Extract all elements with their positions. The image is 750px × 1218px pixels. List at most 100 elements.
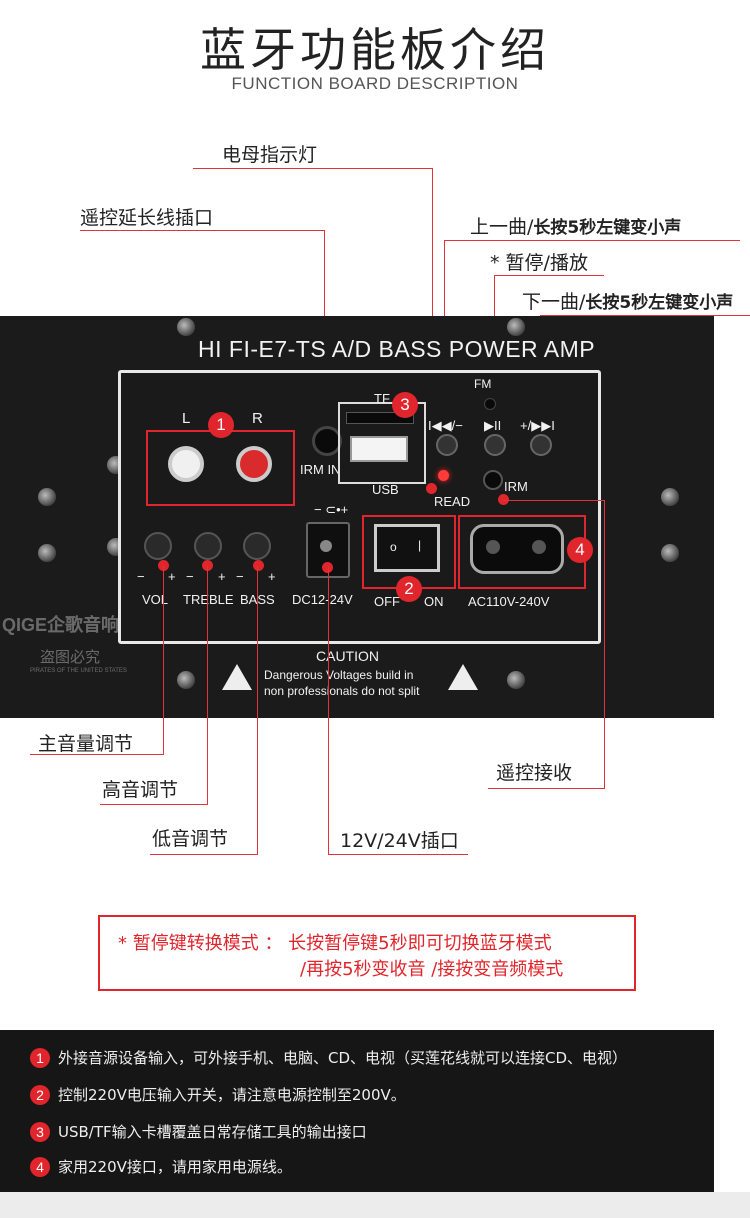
- feature-item: 1 外接音源设备输入，可外接手机、电脑、CD、电视（买莲花线就可以连接CD、电视）: [30, 1047, 627, 1068]
- screw-icon: [177, 318, 195, 336]
- page-title: 蓝牙功能板介绍: [200, 23, 550, 77]
- play-pause-button[interactable]: [484, 434, 506, 456]
- irm-in-jack[interactable]: [312, 426, 342, 456]
- callout-previous-track: 上一曲/长按5秒左键变小声: [470, 212, 681, 239]
- label-left: L: [182, 410, 191, 427]
- label-irm-in: IRM IN: [300, 462, 341, 477]
- indicator-led: [438, 470, 449, 481]
- model-name: HI FI-E7-TS A/D BASS POWER AMP: [198, 336, 596, 362]
- warning-right-icon: [448, 664, 478, 690]
- dc-marker-dot: [322, 562, 333, 573]
- label-treble-plus: +: [218, 569, 226, 584]
- callout-remote-receiver: 遥控接收: [496, 762, 573, 784]
- label-dc: DC12-24V: [292, 592, 353, 607]
- label-right: R: [252, 410, 263, 427]
- feature-number: 2: [30, 1084, 50, 1105]
- label-fm: FM: [474, 377, 492, 391]
- screw-icon: [38, 544, 56, 562]
- bottom-strip: [0, 1192, 750, 1218]
- caution-line1: Dangerous Voltages build in: [264, 668, 414, 682]
- feature-item: 4 家用220V接口，请用家用电源线。: [30, 1156, 292, 1177]
- treble-knob[interactable]: [194, 532, 222, 560]
- switch-off-mark: o: [390, 540, 397, 554]
- mode-note-box: [98, 915, 636, 991]
- ac-pin-left: [486, 540, 500, 554]
- label-bass-plus: +: [268, 569, 276, 584]
- marker-1: 1: [208, 412, 234, 438]
- label-play-button: ▶II: [484, 418, 502, 433]
- label-treble: TREBLE: [183, 592, 234, 607]
- page-subtitle: FUNCTION BOARD DESCRIPTION: [231, 74, 519, 93]
- usb-port[interactable]: [350, 436, 408, 462]
- marker-3: 3: [392, 392, 418, 418]
- feature-text: 控制220V电压输入开关，请注意电源控制至200V。: [58, 1086, 406, 1104]
- caution-line2: non professionals do not split: [264, 684, 420, 698]
- usb-tf-frame: [338, 402, 426, 484]
- label-on: ON: [424, 594, 444, 609]
- label-polarity: − ⊂•+: [314, 502, 349, 517]
- label-tf: TF: [374, 391, 390, 406]
- bass-knob[interactable]: [243, 532, 271, 560]
- label-vol-plus: +: [168, 569, 176, 584]
- feature-item: 2 控制220V电压输入开关，请注意电源控制至200V。: [30, 1084, 406, 1105]
- label-ac: AC110V-240V: [468, 594, 550, 609]
- feature-number: 1: [30, 1047, 50, 1068]
- label-next-button: +/▶▶I: [520, 418, 555, 433]
- indicator-marker-dot: [426, 483, 437, 494]
- ac-pin-right: [532, 540, 546, 554]
- next-button[interactable]: [530, 434, 552, 456]
- callout-indicator: 电母指示灯: [222, 144, 318, 166]
- callout-next-main: 下一曲/: [522, 291, 586, 313]
- screw-icon: [177, 671, 195, 689]
- feature-text: 外接音源设备输入，可外接手机、电脑、CD、电视（买莲花线就可以连接CD、电视）: [58, 1049, 628, 1067]
- callout-bass: 低音调节: [152, 828, 229, 850]
- callout-previous-bold: 长按5秒左键变小声: [533, 218, 682, 238]
- label-bass-minus: −: [236, 569, 244, 584]
- ir-receiver: [483, 470, 503, 490]
- label-vol: VOL: [142, 592, 169, 607]
- feature-number: 4: [30, 1156, 50, 1177]
- screw-icon: [661, 488, 679, 506]
- warning-left-icon: [222, 664, 252, 690]
- label-prev-button: I◀◀/−: [428, 418, 463, 433]
- marker-4: 4: [567, 537, 593, 563]
- mode-note-line1: * 暂停键转换模式 ： 长按暂停键5秒即可切换蓝牙模式: [118, 933, 552, 954]
- callout-treble: 高音调节: [102, 779, 179, 801]
- irm-marker-dot: [498, 494, 509, 505]
- watermark-small: PIRATES OF THE UNITED STATES: [30, 668, 127, 674]
- rca-right-jack[interactable]: [236, 446, 272, 482]
- mode-note-line2: /再按5秒变收音 /接按变音频模式: [300, 959, 564, 980]
- callout-remote-extension: 遥控延长线插口: [80, 207, 214, 229]
- treble-marker-dot: [202, 560, 213, 571]
- volume-knob[interactable]: [144, 532, 172, 560]
- label-read: READ: [434, 494, 471, 509]
- screw-icon: [507, 318, 525, 336]
- screw-icon: [38, 488, 56, 506]
- callout-dc-jack: 12V/24V插口: [340, 830, 459, 852]
- power-switch[interactable]: [374, 524, 440, 572]
- screw-icon: [661, 544, 679, 562]
- label-irm: IRM: [504, 479, 528, 494]
- label-usb: USB: [372, 482, 399, 497]
- previous-button[interactable]: [436, 434, 458, 456]
- feature-list: [0, 1030, 714, 1192]
- label-off: OFF: [374, 594, 400, 609]
- switch-on-mark: |: [418, 538, 422, 552]
- bass-marker-dot: [253, 560, 264, 571]
- dc-jack-pin: [320, 540, 332, 552]
- label-vol-minus: −: [137, 569, 145, 584]
- label-treble-minus: −: [186, 569, 194, 584]
- callout-pause-play: * 暂停/播放: [490, 252, 588, 274]
- feature-text: 家用220V接口，请用家用电源线。: [58, 1158, 292, 1176]
- feature-text: USB/TF输入卡槽覆盖日常存储工具的输出接口: [58, 1123, 367, 1141]
- callout-next-bold: 长按5秒左键变小声: [585, 293, 734, 313]
- ac-socket[interactable]: [470, 524, 564, 574]
- rca-left-jack[interactable]: [168, 446, 204, 482]
- volume-marker-dot: [158, 560, 169, 571]
- caution-title: CAUTION: [316, 648, 379, 664]
- callout-previous-main: 上一曲/: [470, 216, 534, 238]
- callout-main-volume: 主音量调节: [38, 733, 134, 755]
- screw-icon: [507, 671, 525, 689]
- marker-2: 2: [396, 576, 422, 602]
